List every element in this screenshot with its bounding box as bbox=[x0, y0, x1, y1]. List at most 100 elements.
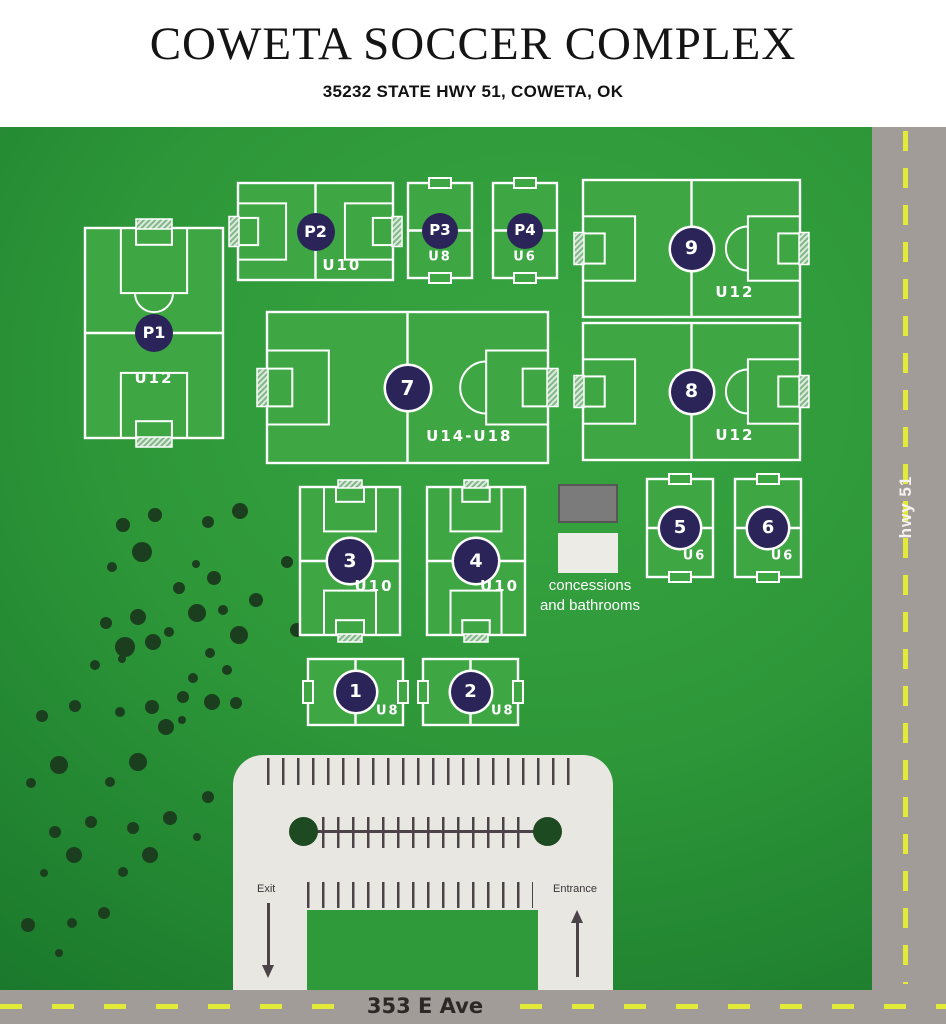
exit-arrow-line bbox=[267, 903, 270, 965]
tree-icon bbox=[158, 719, 174, 735]
tree-icon bbox=[173, 582, 185, 594]
tree-icon bbox=[118, 655, 126, 663]
field-age-label-1: U8 bbox=[375, 703, 400, 719]
tree-icon bbox=[193, 833, 201, 841]
field-badge-7: 7 bbox=[385, 365, 430, 410]
field-age-label-4: U10 bbox=[479, 577, 520, 596]
field-age-label-P3: U8 bbox=[428, 249, 452, 265]
field-badge-P3: P3 bbox=[422, 212, 458, 249]
tree-icon bbox=[107, 562, 117, 572]
tree-icon bbox=[205, 648, 215, 658]
tree-icon bbox=[98, 907, 110, 919]
tree-icon bbox=[207, 571, 221, 585]
field-badge-8: 8 bbox=[670, 370, 713, 413]
tree-icon bbox=[100, 617, 112, 629]
exit-label: Exit bbox=[257, 883, 276, 895]
tree-icon bbox=[66, 847, 82, 863]
entrance-arrow-line bbox=[576, 923, 579, 977]
tree-icon bbox=[230, 697, 242, 709]
tree-icon bbox=[50, 756, 68, 774]
tree-icon bbox=[148, 508, 162, 522]
field-badge-6: 6 bbox=[748, 508, 788, 548]
concessions-label-line1: concessions bbox=[548, 577, 632, 594]
field-markings bbox=[573, 178, 810, 319]
tree-icon bbox=[142, 847, 158, 863]
street-label: 353 E Ave bbox=[352, 994, 498, 1018]
tree-icon bbox=[164, 627, 174, 637]
tree-icon bbox=[188, 604, 206, 622]
tree-icon bbox=[230, 626, 248, 644]
tree-icon bbox=[218, 605, 228, 615]
field-badge-P4: P4 bbox=[507, 212, 543, 249]
concessions-label-line2: and bathrooms bbox=[539, 597, 641, 614]
tree-icon bbox=[105, 777, 115, 787]
tree-icon bbox=[188, 673, 198, 683]
page-title: COWETA SOCCER COMPLEX bbox=[149, 18, 797, 70]
parking-median-island bbox=[307, 910, 538, 990]
tree-icon bbox=[132, 542, 152, 562]
bathrooms-building bbox=[558, 533, 618, 573]
tree-icon bbox=[177, 691, 189, 703]
tree-icon bbox=[281, 556, 293, 568]
tree-icon bbox=[145, 634, 161, 650]
field-badge-1: 1 bbox=[335, 672, 376, 712]
tree-icon bbox=[36, 710, 48, 722]
tree-icon bbox=[222, 665, 232, 675]
tree-icon bbox=[85, 816, 97, 828]
parking-tree-island-right bbox=[533, 817, 562, 846]
field-age-label-3: U10 bbox=[354, 577, 394, 596]
highway-road bbox=[872, 127, 946, 1024]
parking-tree-island-left bbox=[289, 817, 318, 846]
field-age-label-P1: U12 bbox=[134, 369, 174, 388]
tree-icon bbox=[49, 826, 61, 838]
highway-center-dashes bbox=[903, 131, 908, 984]
tree-icon bbox=[145, 700, 159, 714]
entrance-label: Entrance bbox=[553, 883, 598, 895]
field-age-label-7: U14-U18 bbox=[426, 426, 513, 445]
tree-icon bbox=[21, 918, 35, 932]
field-badge-P1: P1 bbox=[135, 314, 173, 352]
tree-icon bbox=[115, 637, 135, 657]
tree-icon bbox=[67, 918, 77, 928]
field-markings bbox=[733, 473, 803, 583]
entrance-arrow-icon bbox=[571, 910, 583, 923]
field-badge-P2: P2 bbox=[296, 212, 335, 251]
tree-icon bbox=[249, 593, 263, 607]
tree-icon bbox=[90, 660, 100, 670]
exit-arrow-icon bbox=[262, 965, 274, 978]
field-badge-4: 4 bbox=[454, 539, 498, 583]
tree-icon bbox=[178, 716, 186, 724]
field-badge-5: 5 bbox=[660, 508, 700, 548]
tree-icon bbox=[202, 516, 214, 528]
concessions-building bbox=[558, 484, 618, 523]
tree-icon bbox=[127, 822, 139, 834]
header: COWETA SOCCER COMPLEX 35232 STATE HWY 51… bbox=[0, 0, 946, 127]
field-age-label-9: U12 bbox=[715, 283, 755, 302]
parking-row-top bbox=[267, 758, 580, 785]
tree-icon bbox=[130, 609, 146, 625]
parking-row-middle-ticks bbox=[322, 817, 532, 848]
field-age-label-P4: U6 bbox=[513, 249, 537, 265]
field-badge-2: 2 bbox=[450, 672, 491, 712]
tree-icon bbox=[232, 503, 248, 519]
field-age-label-8: U12 bbox=[715, 426, 755, 445]
highway-label: hwy 51 bbox=[896, 475, 915, 539]
concessions-label: concessions and bathrooms bbox=[540, 576, 640, 616]
tree-icon bbox=[40, 869, 48, 877]
field-badge-3: 3 bbox=[328, 539, 372, 583]
field-age-label-P2: U10 bbox=[322, 256, 362, 275]
field-markings bbox=[406, 177, 474, 284]
tree-icon bbox=[69, 700, 81, 712]
tree-icon bbox=[118, 867, 128, 877]
